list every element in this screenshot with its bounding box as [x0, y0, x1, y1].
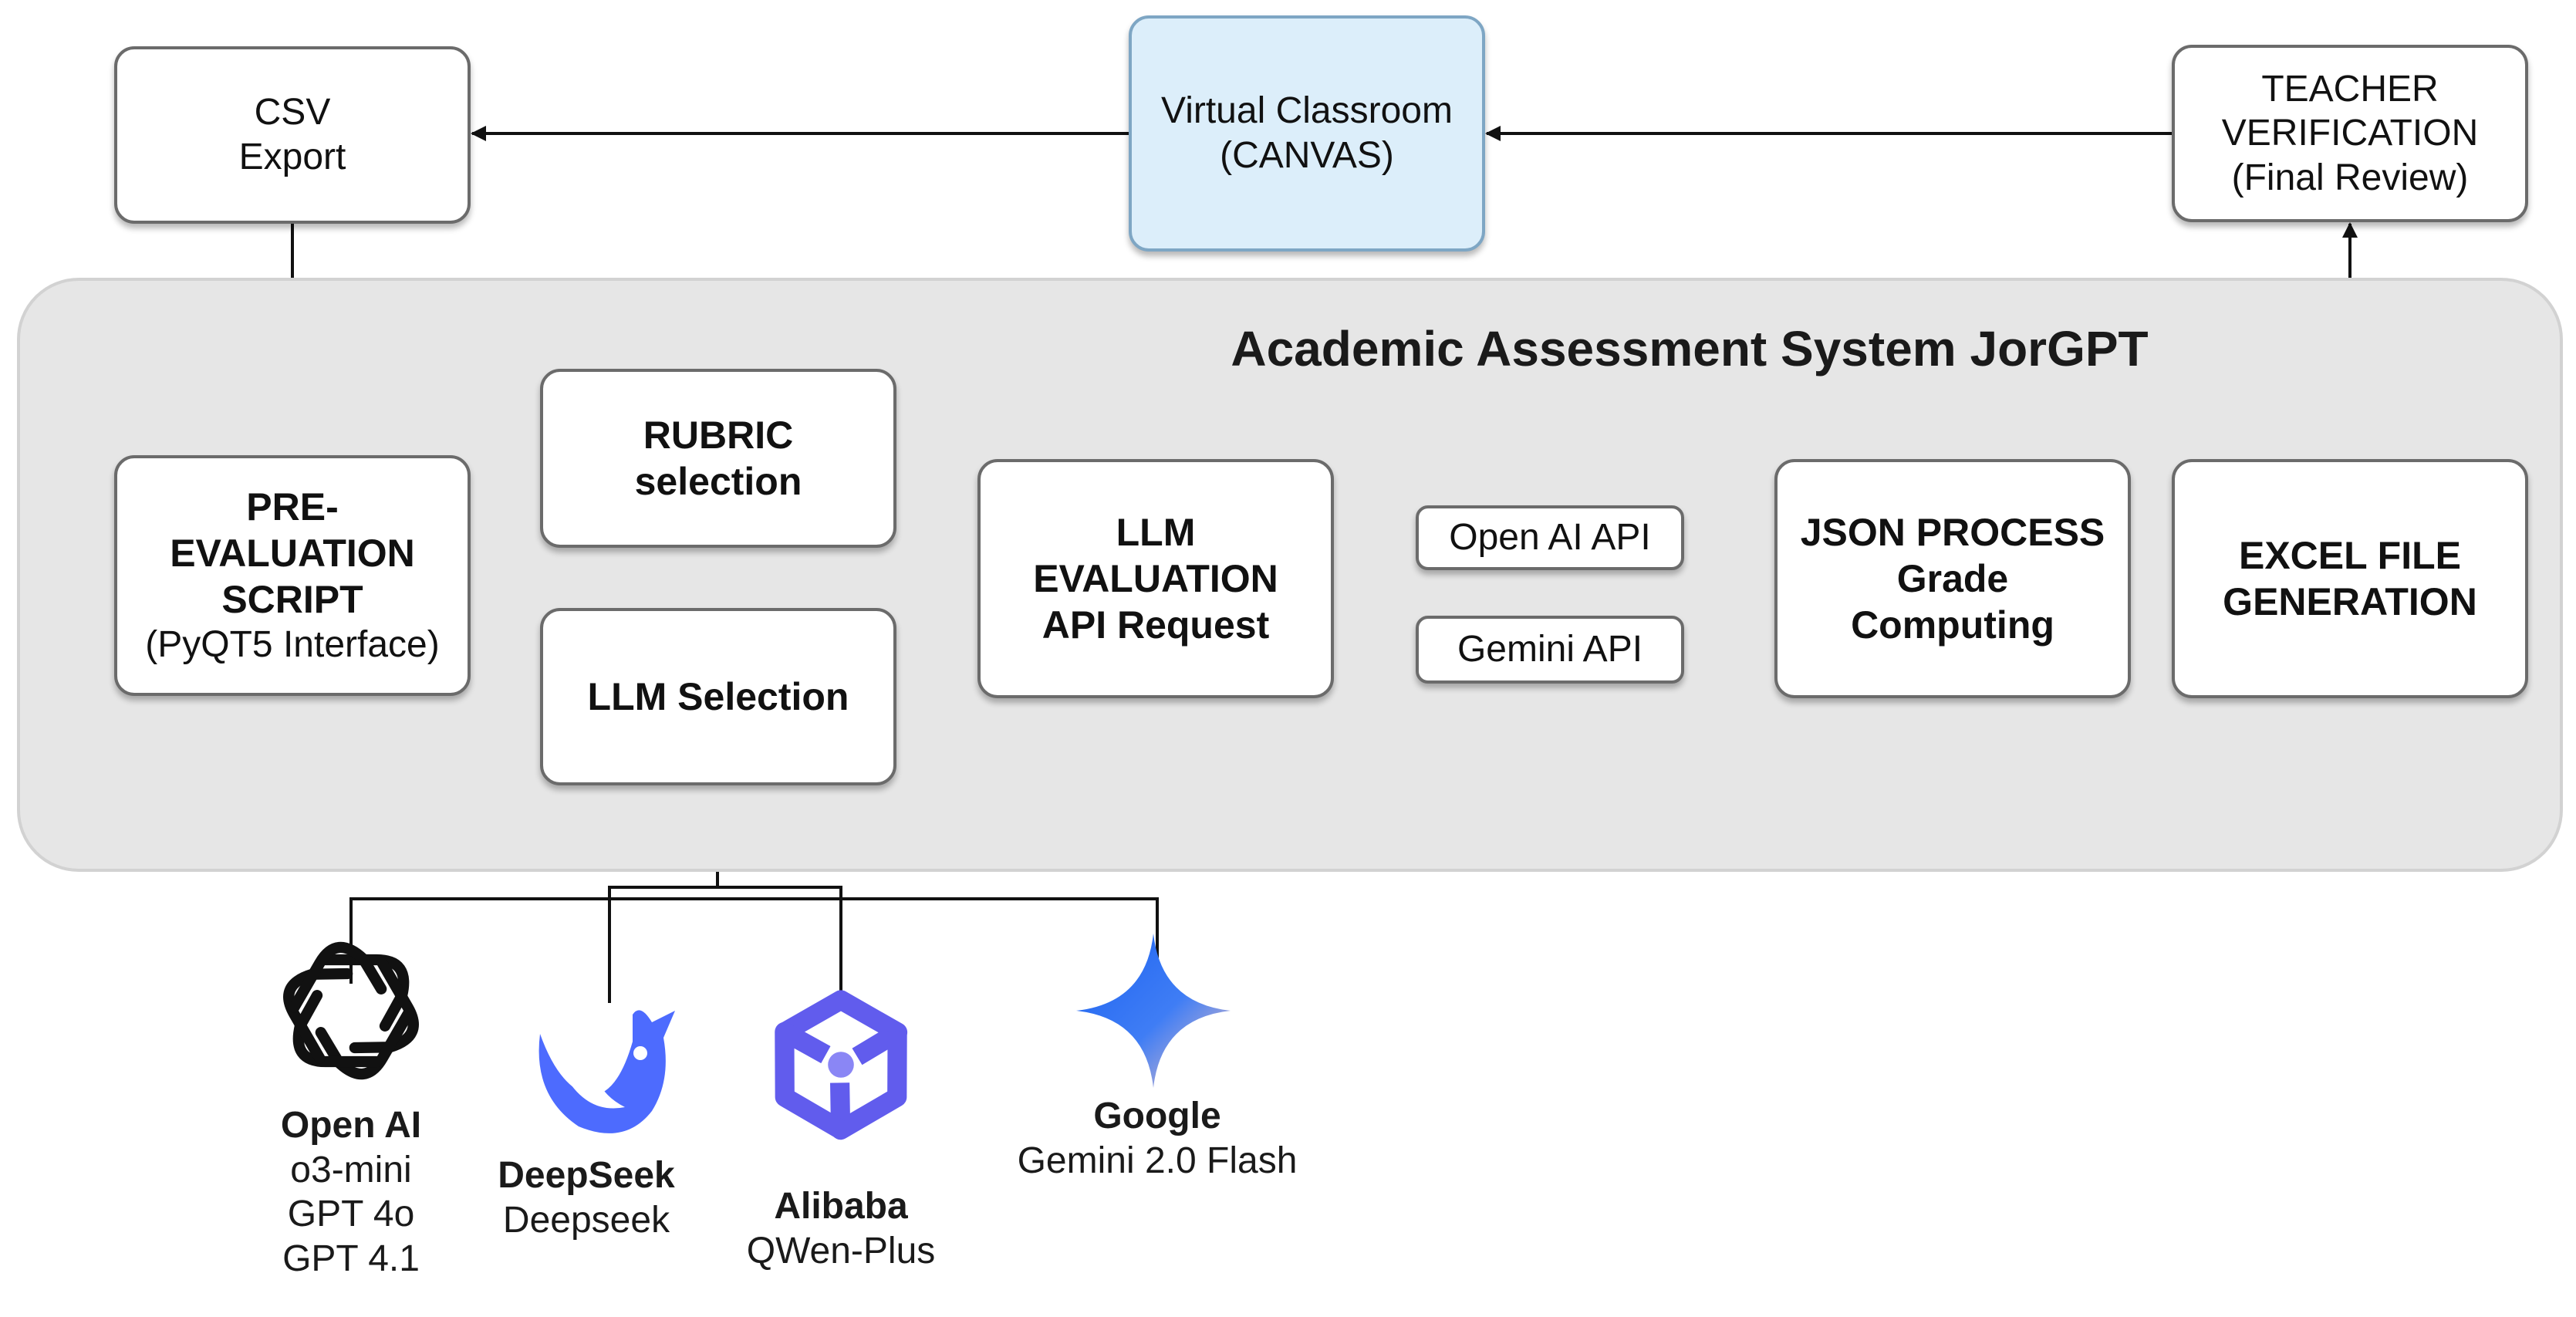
csv-export-node: CSV Export [114, 46, 471, 224]
vendor-google-name: Google [1093, 1096, 1221, 1136]
edge-vendor-bus-inner [608, 886, 842, 1003]
gemini-star-icon [1076, 934, 1231, 1088]
vendor-openai-name: Open AI [280, 1105, 422, 1146]
csv-export-line-2: Export [238, 137, 346, 177]
vendor-openai: Open AI o3-mini GPT 4o GPT 4.1 [231, 1103, 471, 1281]
openai-api-node: Open AI API [1416, 505, 1684, 570]
teacher-verification-line-3: (Final Review) [2231, 157, 2469, 198]
json-process-line-3: Computing [1851, 603, 2054, 647]
deepseek-whale-icon [538, 1010, 675, 1133]
openai-api-label: Open AI API [1449, 517, 1651, 559]
excel-generation-node: EXCEL FILE GENERATION [2172, 459, 2528, 698]
rubric-selection-line-2: selection [634, 460, 802, 503]
teacher-verification-line-1: TEACHER [2261, 68, 2439, 110]
rubric-selection-line-1: RUBRIC [643, 414, 794, 457]
pre-evaluation-line-2: EVALUATION [170, 532, 415, 576]
excel-generation-line-1: EXCEL FILE [2238, 534, 2461, 577]
teacher-verification-line-2: VERIFICATION [2221, 113, 2479, 154]
vendor-alibaba: Alibaba QWen-Plus [717, 1184, 964, 1273]
vendor-openai-model-3: GPT 4.1 [282, 1238, 420, 1279]
llm-selection-node: LLM Selection [540, 608, 896, 785]
rubric-selection-node: RUBRIC selection [540, 369, 896, 548]
pre-evaluation-interface: (PyQT5 Interface) [145, 624, 440, 666]
virtual-classroom-line-1: Virtual Classroom [1161, 90, 1453, 132]
openai-logo-icon [283, 941, 419, 1080]
excel-generation-line-2: GENERATION [2223, 580, 2477, 623]
gemini-api-label: Gemini API [1457, 629, 1643, 670]
edge-vendor-bus [349, 897, 1159, 988]
pre-evaluation-line-1: PRE- [246, 485, 339, 529]
virtual-classroom-node: Virtual Classroom (CANVAS) [1129, 15, 1485, 252]
json-process-line-1: JSON PROCESS [1800, 511, 2105, 554]
vendor-deepseek-name: DeepSeek [498, 1155, 675, 1196]
teacher-verification-node: TEACHER VERIFICATION (Final Review) [2172, 45, 2528, 222]
json-process-node: JSON PROCESS Grade Computing [1774, 459, 2131, 698]
json-process-line-2: Grade [1896, 557, 2009, 600]
pre-evaluation-node: PRE- EVALUATION SCRIPT (PyQT5 Interface) [114, 455, 471, 696]
vendor-deepseek: DeepSeek Deepseek [463, 1153, 710, 1242]
vendor-alibaba-model-1: QWen-Plus [746, 1230, 936, 1271]
llm-evaluation-line-2: EVALUATION [1033, 557, 1278, 600]
vendor-openai-model-1: o3-mini [290, 1149, 412, 1190]
vendor-alibaba-name: Alibaba [774, 1186, 908, 1227]
llm-evaluation-line-3: API Request [1042, 603, 1270, 647]
vendor-google-model-1: Gemini 2.0 Flash [1017, 1140, 1298, 1181]
llm-evaluation-line-1: LLM [1116, 511, 1196, 554]
system-title: Academic Assessment System JorGPT [1231, 321, 2149, 377]
qwen-logo-icon [775, 990, 908, 1140]
vendor-openai-model-2: GPT 4o [287, 1194, 415, 1235]
vendor-deepseek-model-1: Deepseek [502, 1199, 670, 1241]
pre-evaluation-line-3: SCRIPT [221, 578, 363, 622]
llm-selection-label: LLM Selection [587, 675, 849, 718]
gemini-api-node: Gemini API [1416, 616, 1684, 684]
vendor-google: Google Gemini 2.0 Flash [980, 1094, 1335, 1183]
llm-evaluation-node: LLM EVALUATION API Request [977, 459, 1334, 698]
virtual-classroom-line-2: (CANVAS) [1220, 135, 1394, 176]
csv-export-line-1: CSV [254, 92, 331, 133]
